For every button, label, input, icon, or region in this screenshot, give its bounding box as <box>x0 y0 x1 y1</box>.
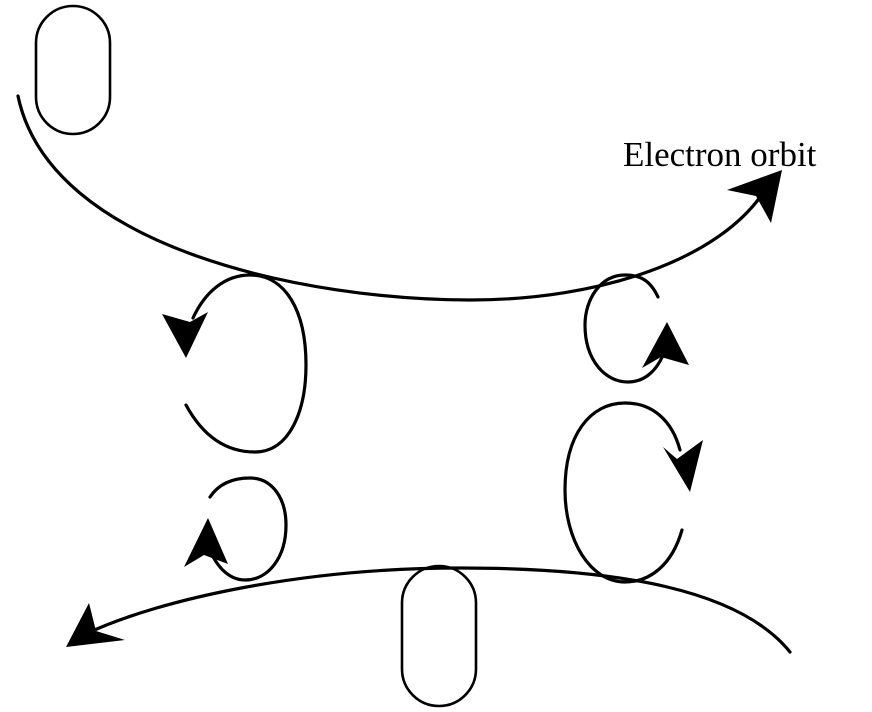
left-small-vortex-arrowhead <box>184 518 228 567</box>
right-large-vortex <box>563 401 684 584</box>
top-orbit-arrowhead <box>727 170 782 223</box>
right-large-vortex-arrowhead <box>663 440 703 492</box>
top-magnet <box>34 4 112 136</box>
bottom-orbit-arrowhead <box>66 603 125 647</box>
electron-orbit-label: Electron orbit <box>623 135 817 174</box>
bottom-magnet <box>400 564 478 708</box>
right-small-vortex <box>583 273 667 384</box>
left-large-vortex <box>184 273 308 454</box>
left-large-vortex-arrowhead <box>162 312 208 358</box>
right-small-vortex-arrowhead <box>642 322 689 368</box>
top-orbit-path <box>16 94 767 302</box>
bottom-orbit-path <box>88 566 792 654</box>
left-small-vortex <box>206 476 288 582</box>
